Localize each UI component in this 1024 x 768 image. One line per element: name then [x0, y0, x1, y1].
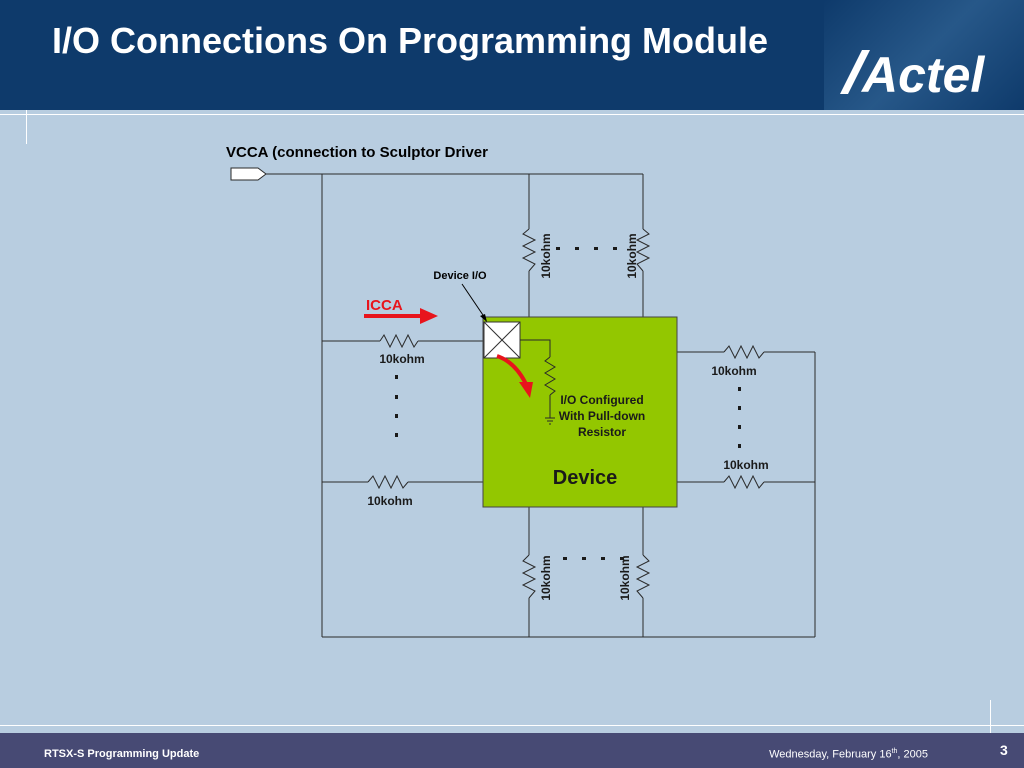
header-rule-tick	[26, 110, 27, 144]
footer-date-sup: th	[891, 748, 898, 755]
resistor-label-left-top: 10kohm	[379, 352, 424, 366]
device-io-label: Device I/O	[433, 270, 487, 282]
resistor-bottom-left	[521, 554, 537, 599]
header-rule	[0, 114, 1024, 115]
wires	[265, 173, 816, 638]
page-number: 3	[1000, 742, 1008, 758]
resistor-left-top	[379, 333, 419, 349]
resistor-top-left	[521, 228, 537, 272]
io-config-line2: With Pull-down	[559, 409, 646, 423]
footer-date-year: , 2005	[897, 748, 928, 761]
resistor-label-left-bottom: 10kohm	[367, 494, 412, 508]
resistor-label-top-left: 10kohm	[539, 233, 553, 278]
resistor-bottom-right	[635, 554, 651, 599]
svg-text:Actel: Actel	[860, 48, 985, 96]
title-banner	[0, 0, 1024, 110]
vcca-connector	[230, 167, 267, 181]
footer-date: Wednesday, February 16th, 2005	[769, 748, 928, 761]
resistor-label-bottom-left: 10kohm	[539, 555, 553, 600]
device-label: Device	[553, 467, 618, 489]
current-flow-arrow-head	[519, 382, 533, 398]
banner-pattern	[824, 0, 1024, 110]
resistor-label-right-bottom: 10kohm	[723, 458, 768, 472]
resistor-label-top-right: 10kohm	[625, 233, 639, 278]
resistor-right-top	[723, 344, 765, 360]
io-config-line1: I/O Configured	[560, 393, 643, 407]
slide-title: I/O Connections On Programming Module	[52, 20, 769, 61]
footer-date-main: Wednesday, February 16	[769, 748, 892, 761]
icca-arrow-head	[420, 308, 438, 324]
ellipsis-dots	[395, 247, 741, 560]
resistor-label-bottom-right: 10kohm	[618, 555, 632, 600]
pulldown-wire	[520, 339, 556, 425]
footer-rule-tick	[990, 700, 991, 733]
footer-rule	[0, 725, 1024, 726]
resistor-top-right	[635, 228, 651, 272]
resistors	[367, 228, 765, 599]
io-config-line3: Resistor	[578, 425, 626, 439]
vcca-label: VCCA (connection to Sculptor Driver	[226, 144, 488, 161]
current-flow-arrow	[496, 354, 528, 385]
actel-logo: Actel	[840, 48, 985, 96]
device-io-pointer-head	[480, 314, 487, 322]
resistor-left-bottom	[367, 474, 409, 490]
footer-bar	[0, 733, 1024, 768]
resistor-right-bottom	[723, 474, 765, 490]
icca-label: ICCA	[366, 297, 403, 314]
device-io-pin	[483, 321, 521, 359]
device-io-pointer	[461, 283, 486, 319]
resistor-label-right-top: 10kohm	[711, 364, 756, 378]
footer-title: RTSX-S Programming Update	[44, 748, 200, 760]
